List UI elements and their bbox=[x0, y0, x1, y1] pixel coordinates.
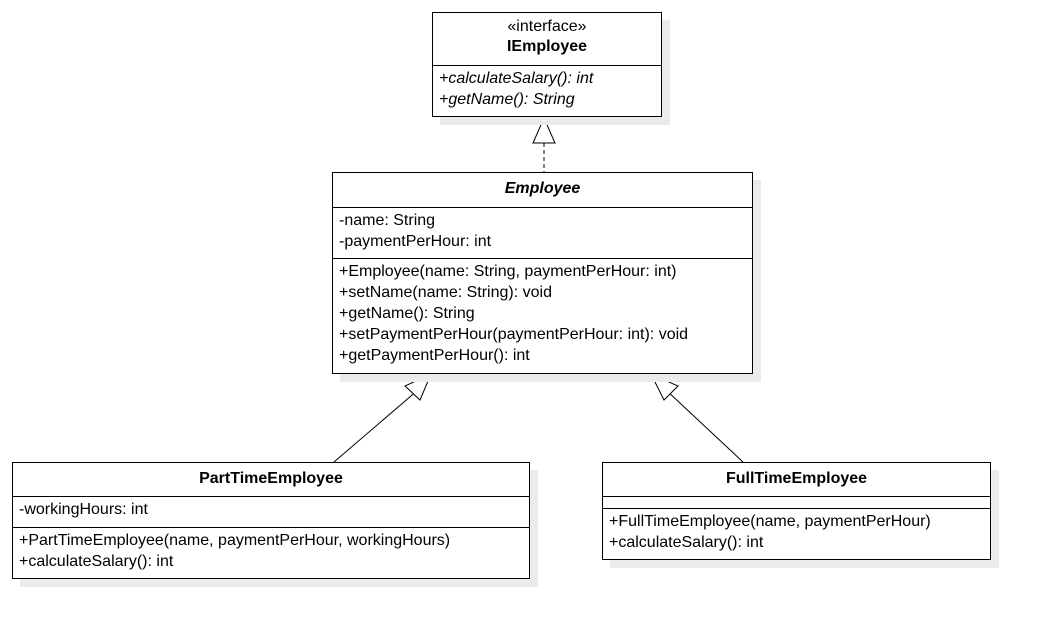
realization-arrowhead bbox=[532, 116, 556, 144]
generalization-line-fulltime bbox=[665, 389, 744, 463]
class-name: Employee bbox=[504, 180, 581, 197]
attribute: -workingHours: int bbox=[19, 501, 148, 518]
operation: +getName(): String bbox=[339, 305, 475, 322]
attribute: -paymentPerHour: int bbox=[339, 233, 492, 250]
attributes-section: -name: String -paymentPerHour: int bbox=[333, 208, 752, 259]
class-header: «interface» IEmployee bbox=[433, 13, 661, 66]
attributes-section: -workingHours: int bbox=[13, 497, 529, 528]
class-header: FullTimeEmployee bbox=[603, 463, 990, 497]
operation: +setName(name: String): void bbox=[339, 284, 552, 301]
attributes-section bbox=[603, 497, 990, 509]
stereotype-label: «interface» bbox=[507, 18, 587, 35]
operations-section: +PartTimeEmployee(name, paymentPerHour, … bbox=[13, 528, 529, 575]
operations-section: +FullTimeEmployee(name, paymentPerHour) … bbox=[603, 509, 990, 556]
operation: +setPaymentPerHour(paymentPerHour: int):… bbox=[339, 326, 689, 343]
operation: +FullTimeEmployee(name, paymentPerHour) bbox=[609, 513, 931, 530]
class-header: PartTimeEmployee bbox=[13, 463, 529, 497]
generalization-arrowhead-parttime bbox=[404, 373, 432, 401]
class-box-iemployee[interactable]: «interface» IEmployee +calculateSalary()… bbox=[432, 12, 662, 117]
operation: +calculateSalary(): int bbox=[19, 553, 174, 570]
operation: +getPaymentPerHour(): int bbox=[339, 347, 530, 364]
operation: +calculateSalary(): int bbox=[439, 70, 594, 87]
operation: +Employee(name: String, paymentPerHour: … bbox=[339, 263, 677, 280]
class-box-fulltimeemployee[interactable]: FullTimeEmployee +FullTimeEmployee(name,… bbox=[602, 462, 991, 560]
generalization-line-parttime bbox=[333, 389, 419, 463]
attribute: -name: String bbox=[339, 212, 436, 229]
class-header: Employee bbox=[333, 173, 752, 208]
class-box-parttimeemployee[interactable]: PartTimeEmployee -workingHours: int +Par… bbox=[12, 462, 530, 579]
operation: +calculateSalary(): int bbox=[609, 534, 764, 551]
class-name: IEmployee bbox=[506, 38, 588, 55]
operation: +PartTimeEmployee(name, paymentPerHour, … bbox=[19, 532, 451, 549]
operations-section: +calculateSalary(): int +getName(): Stri… bbox=[433, 66, 661, 113]
operations-section: +Employee(name: String, paymentPerHour: … bbox=[333, 259, 752, 369]
class-box-employee[interactable]: Employee -name: String -paymentPerHour: … bbox=[332, 172, 753, 374]
class-name: FullTimeEmployee bbox=[725, 470, 868, 487]
generalization-arrowhead-fulltime bbox=[649, 372, 679, 401]
class-name: PartTimeEmployee bbox=[199, 470, 343, 487]
operation: +getName(): String bbox=[439, 91, 575, 108]
